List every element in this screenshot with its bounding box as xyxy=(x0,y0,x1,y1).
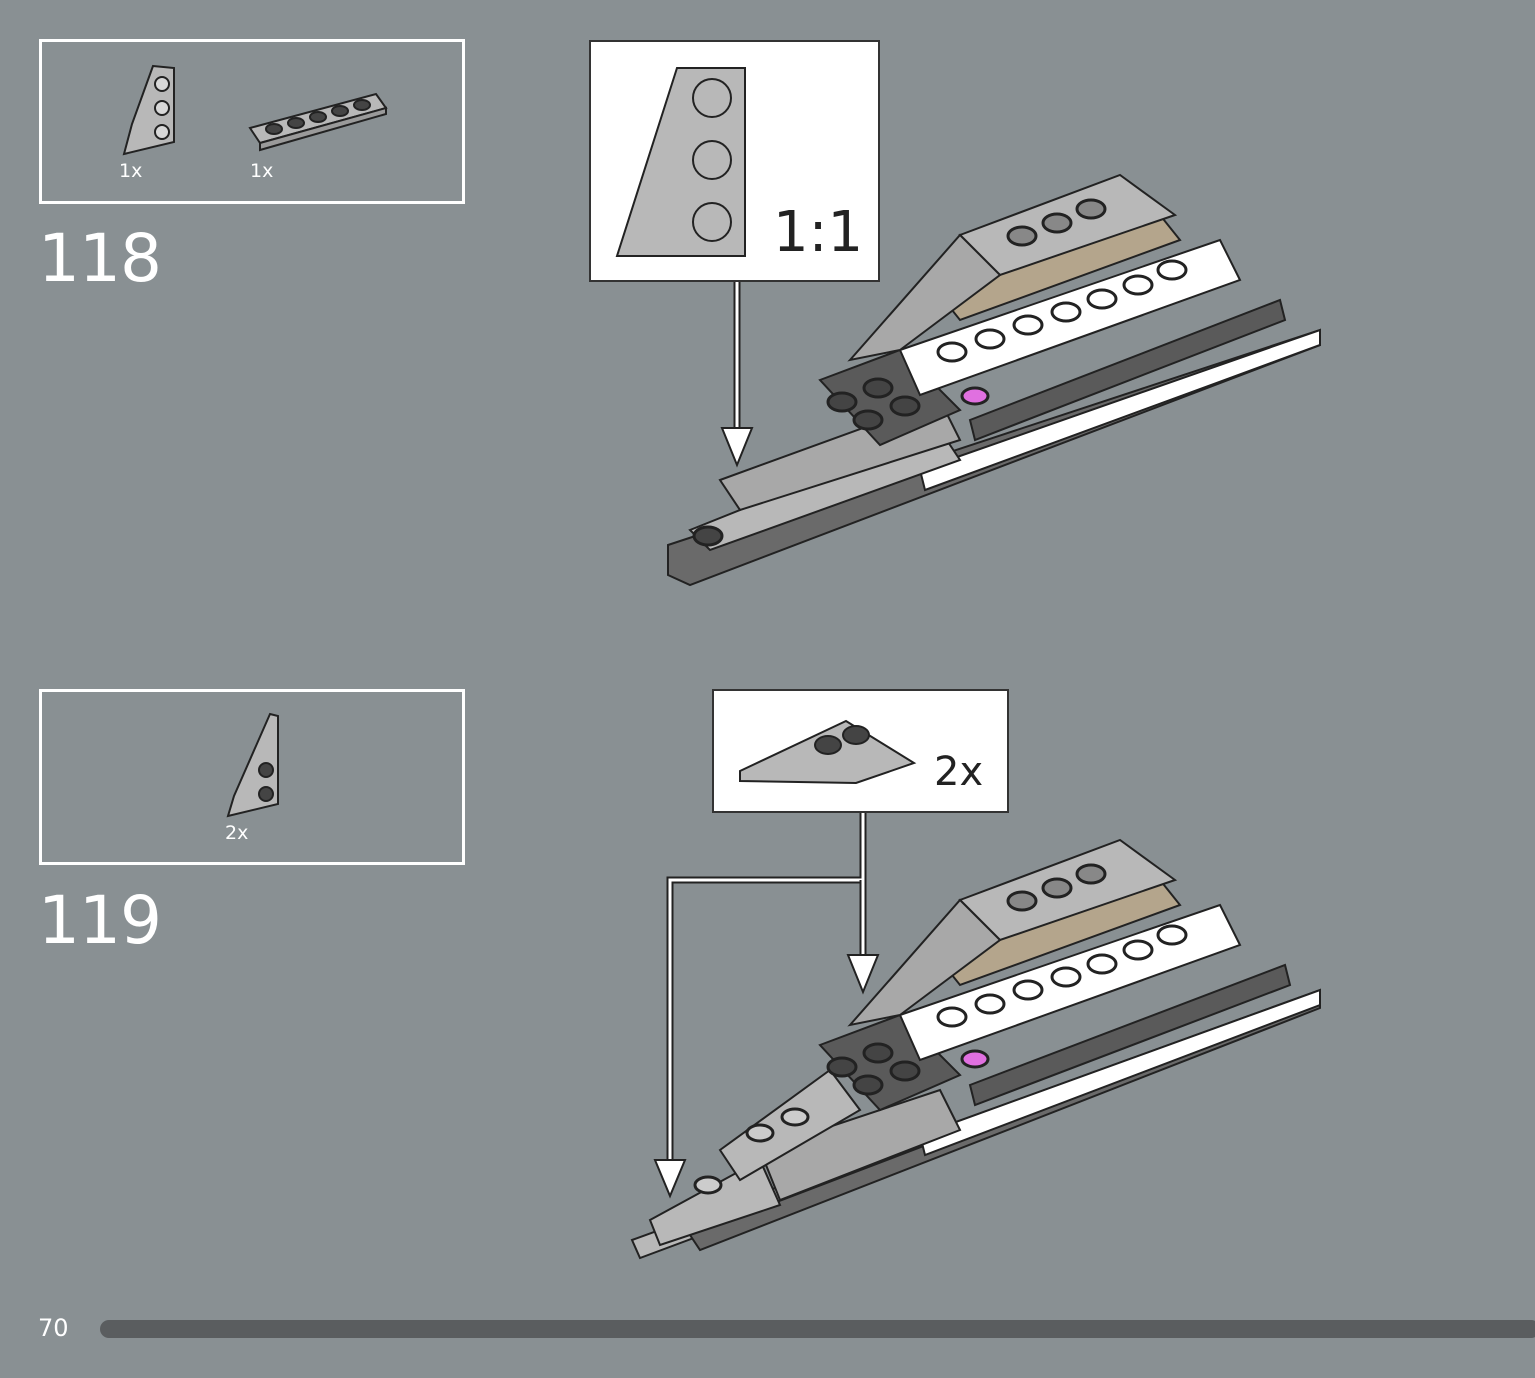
part-qty: 2x xyxy=(225,822,249,844)
parts-box-step-118 xyxy=(39,39,465,204)
plate-1x6-icon xyxy=(248,92,388,152)
callout-box: 2x xyxy=(712,689,1009,813)
page-progress-bar xyxy=(100,1320,1535,1338)
part-qty: 1x xyxy=(119,160,143,182)
part-qty: 1x xyxy=(250,160,274,182)
wedge-plate-full-scale-icon xyxy=(615,67,746,257)
step-number: 118 xyxy=(38,220,162,297)
wedge-plate-side-icon xyxy=(739,719,917,785)
callout-box: 1:1 xyxy=(589,40,880,282)
quantity-label: 2x xyxy=(934,749,984,795)
wedge-plate-icon xyxy=(122,64,175,156)
wedge-plate-small-icon xyxy=(226,712,279,818)
parts-box-step-119 xyxy=(39,689,465,865)
scale-label: 1:1 xyxy=(773,200,864,265)
step-number: 119 xyxy=(38,882,162,959)
page-number: 70 xyxy=(38,1314,69,1342)
